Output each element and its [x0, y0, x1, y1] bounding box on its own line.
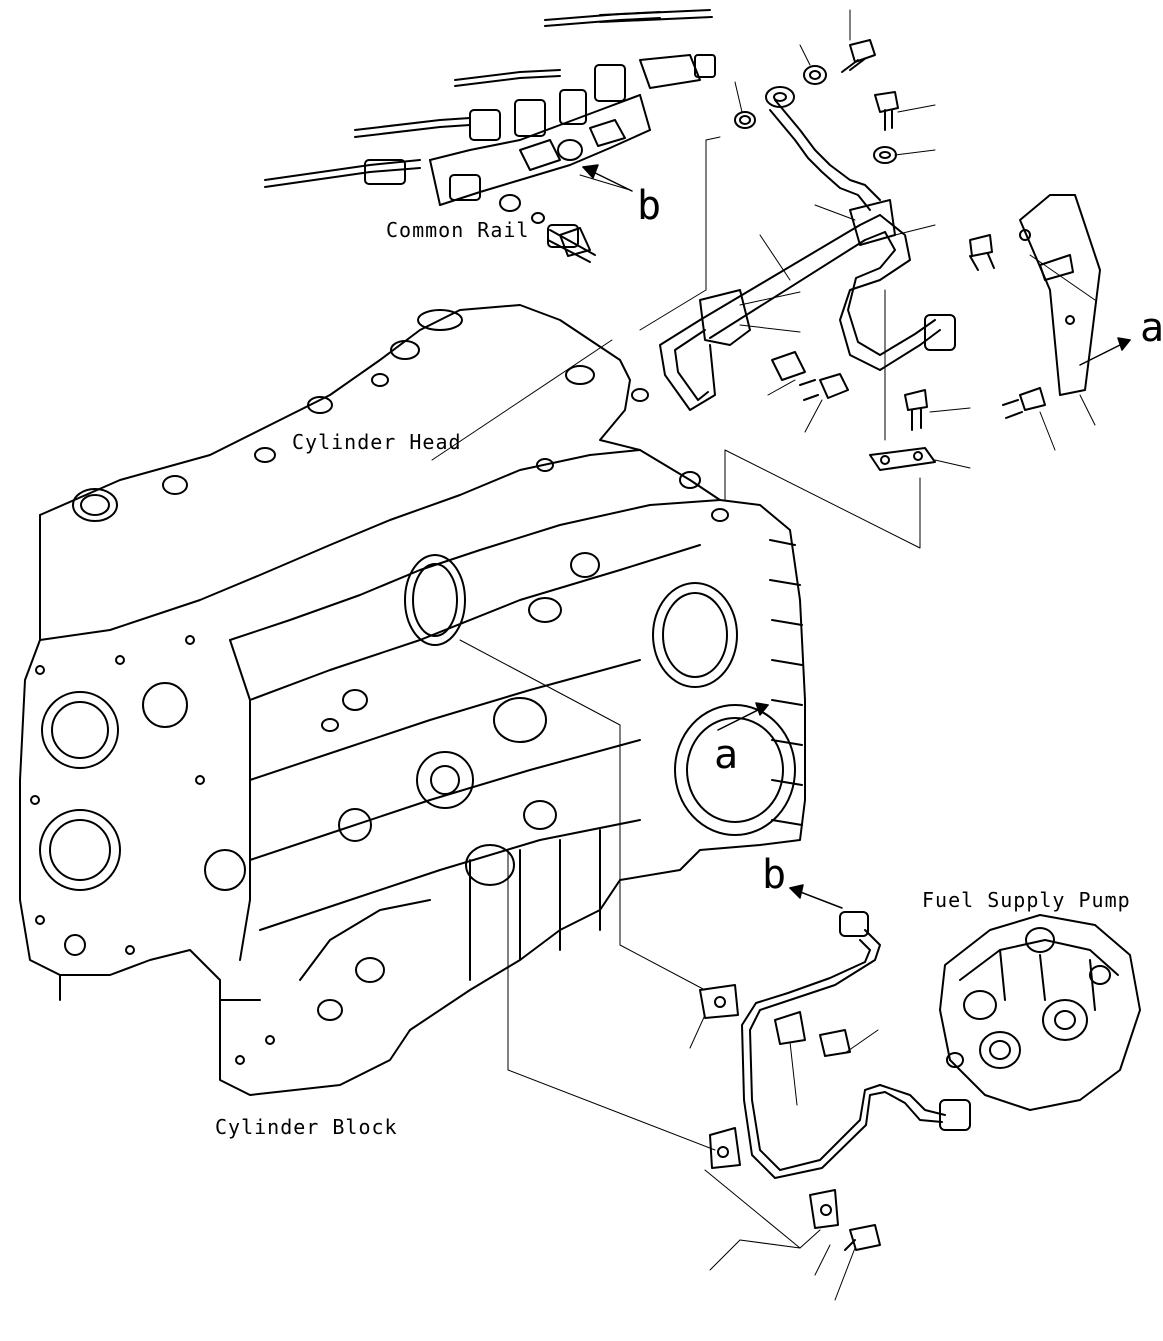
reference-arrows: [582, 164, 1131, 909]
fuel-supply-pump: [939, 914, 1141, 1111]
ref-label-a-upper: a: [1140, 305, 1163, 351]
common-rail-assembly: [264, 9, 716, 257]
label-cylinder-block: Cylinder Block: [215, 1115, 398, 1139]
leader-lines: [431, 9, 1096, 1301]
label-common-rail: Common Rail: [386, 218, 530, 242]
high-pressure-pipe-upper: [659, 86, 956, 411]
label-cylinder-head: Cylinder Head: [292, 430, 462, 454]
ref-label-b-lower: b: [762, 852, 787, 898]
fasteners-upper: [547, 39, 1101, 471]
cylinder-block-outline: [19, 304, 806, 1096]
label-fuel-supply-pump: Fuel Supply Pump: [922, 888, 1131, 912]
ref-label-b-upper: b: [637, 183, 662, 229]
ref-label-a-lower: a: [714, 732, 739, 778]
high-pressure-pipe-lower: [699, 911, 971, 1251]
